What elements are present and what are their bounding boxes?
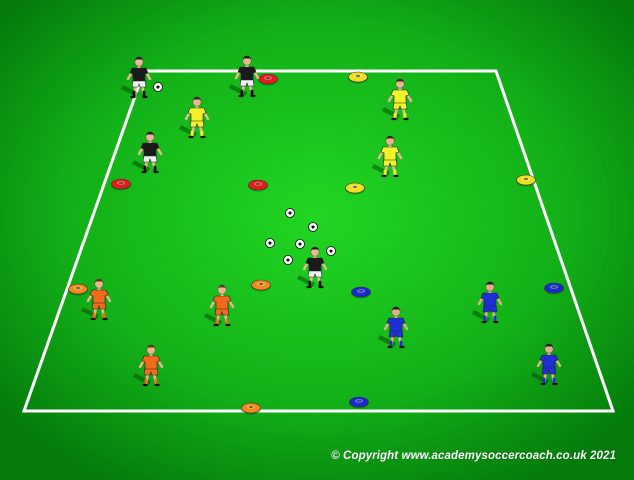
ball-layer xyxy=(153,82,336,265)
player-layer xyxy=(81,55,562,387)
field-boundary xyxy=(21,69,616,413)
ball-icon xyxy=(295,239,305,249)
ball-icon xyxy=(326,246,336,256)
player-icon-orange xyxy=(133,344,164,387)
ball-icon xyxy=(308,222,318,232)
player-icon-blue xyxy=(531,343,562,386)
cone-icon xyxy=(351,286,371,299)
cone-icon xyxy=(111,178,131,191)
player-icon-orange xyxy=(81,278,112,321)
cone-icon xyxy=(68,283,88,296)
cone-icon xyxy=(349,396,369,409)
ball-icon xyxy=(283,255,293,265)
player-icon-yellow xyxy=(179,96,210,139)
player-icon-blue xyxy=(378,306,409,349)
cone-icon xyxy=(544,282,564,295)
cone-icon xyxy=(348,71,368,84)
player-icon-black xyxy=(229,55,260,98)
player-icon-blue xyxy=(472,281,503,324)
player-icon-black xyxy=(297,246,328,289)
copyright-text: © Copyright www.academysoccercoach.co.uk… xyxy=(331,450,616,462)
cone-icon xyxy=(258,73,278,86)
ball-icon xyxy=(285,208,295,218)
cone-icon xyxy=(345,182,365,195)
player-icon-black xyxy=(132,131,163,174)
player-icon-orange xyxy=(204,284,235,327)
player-icon-yellow xyxy=(382,78,413,121)
cone-icon xyxy=(241,402,261,415)
player-icon-black xyxy=(121,56,152,99)
cone-icon xyxy=(251,279,271,292)
cone-icon xyxy=(248,179,268,192)
ball-icon xyxy=(265,238,275,248)
player-icon-yellow xyxy=(372,135,403,178)
cone-layer xyxy=(68,71,564,415)
ball-icon xyxy=(153,82,163,92)
cone-icon xyxy=(516,174,536,187)
